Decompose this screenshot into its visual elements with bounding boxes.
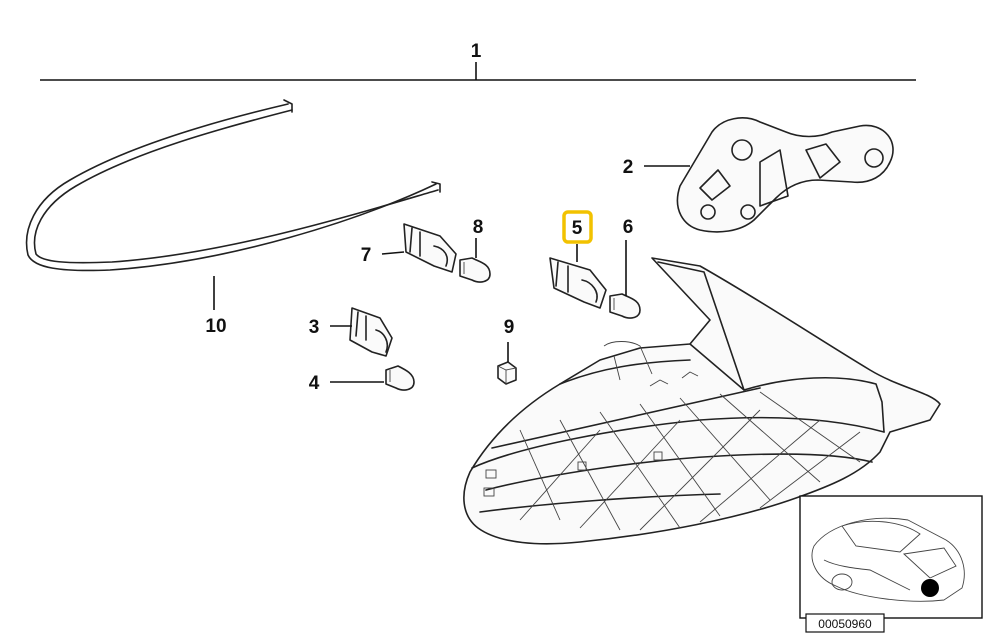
gasket-part-2[interactable] xyxy=(676,117,894,233)
callout-9[interactable]: 9 xyxy=(504,317,515,338)
callout-1-label: 1 xyxy=(471,41,482,62)
tail-light-housing[interactable] xyxy=(463,257,941,545)
callout-4[interactable]: 4 xyxy=(309,373,320,394)
seal-strip-part-10[interactable] xyxy=(25,99,441,272)
callout-5[interactable]: 5 xyxy=(562,210,593,244)
bulb-holder-part-7[interactable] xyxy=(403,223,457,273)
callout-10[interactable]: 10 xyxy=(205,316,226,337)
callout-8-label: 8 xyxy=(473,217,484,238)
callout-3-label: 3 xyxy=(309,317,320,338)
callout-2[interactable]: 2 xyxy=(623,157,634,178)
diagram-code: 00050960 xyxy=(805,613,885,633)
callout-6[interactable]: 6 xyxy=(623,217,634,238)
callout-8[interactable]: 8 xyxy=(473,217,484,238)
callout-4-label: 4 xyxy=(309,373,320,394)
callout-9-label: 9 xyxy=(504,317,515,338)
nut-part-9[interactable] xyxy=(497,361,517,385)
diagram-code-label: 00050960 xyxy=(818,617,872,631)
bulb-part-8[interactable] xyxy=(459,257,491,283)
callout-2-label: 2 xyxy=(623,157,634,178)
inset-frame xyxy=(799,495,983,619)
bulb-part-6[interactable] xyxy=(609,293,641,319)
callout-7-leader xyxy=(381,251,405,255)
location-marker-dot xyxy=(921,579,939,597)
diagram-code-box xyxy=(805,613,885,633)
callout-10-label: 10 xyxy=(205,316,226,337)
callout-7-label: 7 xyxy=(361,245,372,266)
callout-7[interactable]: 7 xyxy=(361,245,372,266)
callout-3[interactable]: 3 xyxy=(309,317,320,338)
bulb-part-4[interactable] xyxy=(385,365,415,391)
callout-5-label: 5 xyxy=(572,218,583,239)
bulb-holder-part-5[interactable] xyxy=(549,257,607,309)
callout-5-highlight-box xyxy=(562,210,593,244)
vehicle-locator-inset xyxy=(799,495,983,619)
callout-1[interactable]: 1 xyxy=(471,41,482,62)
bulb-holder-part-3[interactable] xyxy=(349,307,393,357)
callout-6-label: 6 xyxy=(623,217,634,238)
